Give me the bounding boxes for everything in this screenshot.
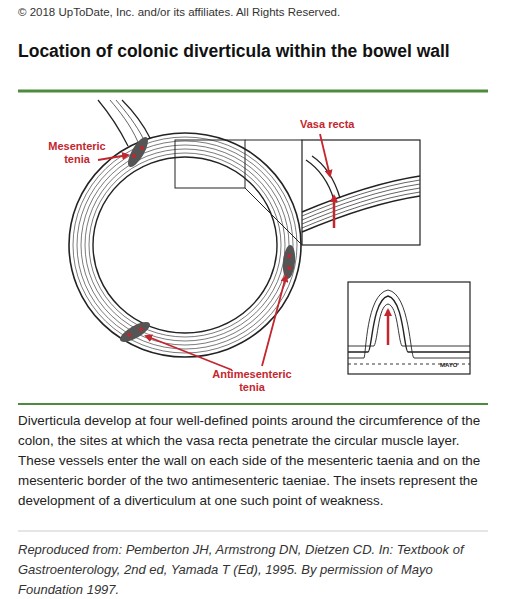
structure-label: Antimesenteric tenia [206,368,298,394]
leader-line [98,134,330,370]
structure-label: Vasa recta [300,118,354,130]
inset-wall [302,140,420,245]
colon-wall [69,133,301,357]
structure-label: Mesenteric tenia [44,140,110,166]
figure-caption: Diverticula develop at four well-defined… [18,411,490,511]
tenia [117,134,296,345]
section-rule [18,403,488,405]
zoom-box [175,140,302,245]
logo-mark: MAYO [440,362,457,368]
inset-diverticulum [348,282,470,374]
diagram-title: Location of colonic diverticula within t… [18,40,458,62]
copyright-note: © 2018 UpToDate, Inc. and/or its affilia… [18,6,340,18]
title-rule [18,90,488,93]
divider-rule [18,531,488,532]
source-credit: Reproduced from: Pemberton JH, Armstrong… [18,540,490,599]
